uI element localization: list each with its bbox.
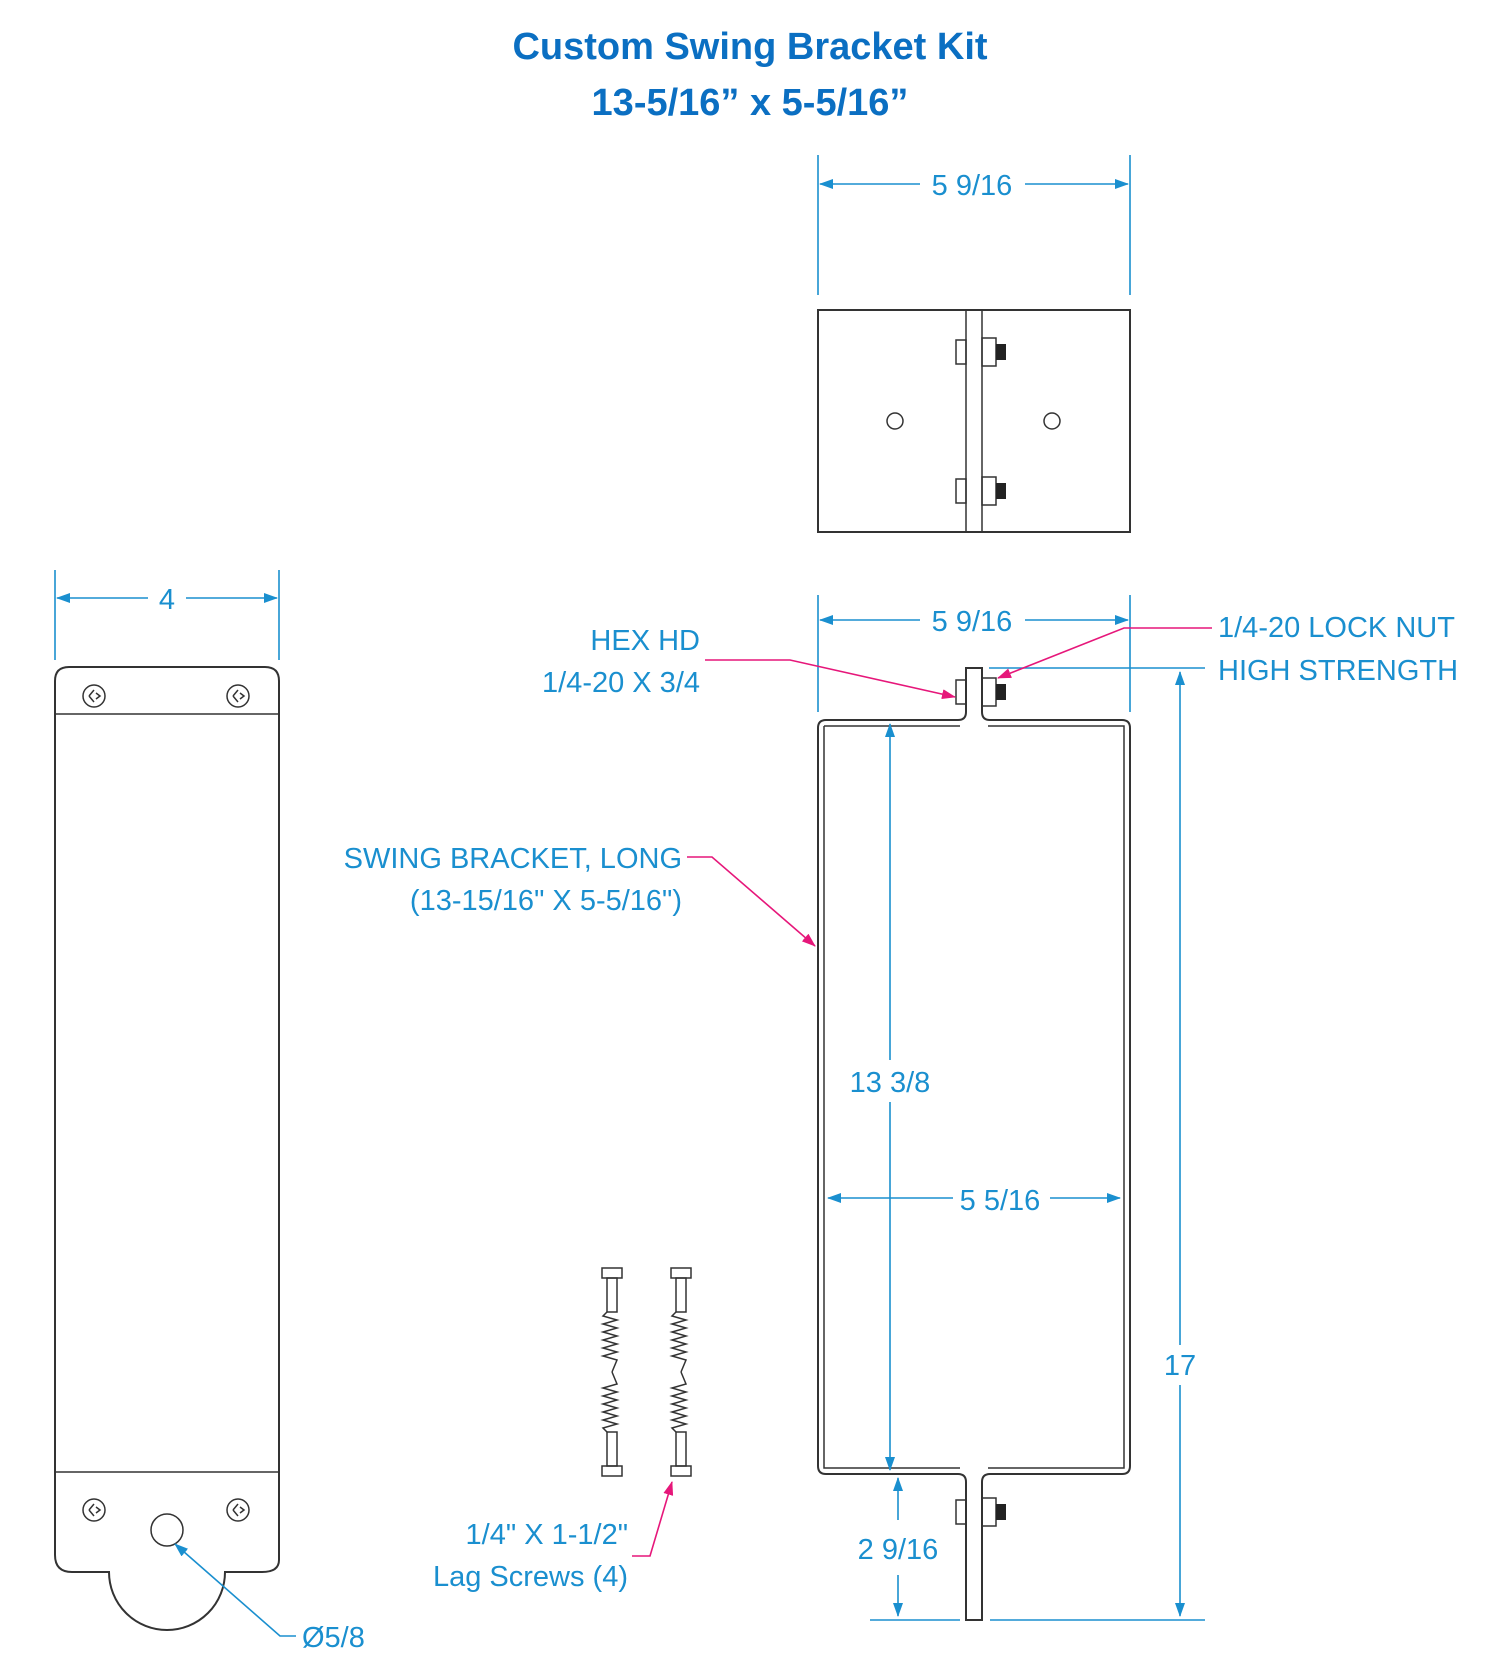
- top-plate: [817, 309, 1131, 533]
- swing-bracket-body: [817, 667, 1131, 1621]
- lag-leader: [632, 1481, 674, 1557]
- top-width-dimension: 5 9/16: [932, 170, 1013, 202]
- mount-hole: [1043, 412, 1061, 430]
- swing-hole: [150, 1513, 184, 1547]
- lock-nut-leader: [997, 627, 1212, 679]
- bottom-tab-dimension: 2 9/16: [858, 1534, 939, 1566]
- inner-width-dimension: 5 5/16: [960, 1185, 1041, 1217]
- inner-height-dimension: 13 3/8: [850, 1067, 931, 1099]
- bracket-leader: [687, 856, 816, 947]
- lag-screw-icon: [669, 1267, 692, 1373]
- side-width-dimension: 4: [159, 584, 175, 616]
- hole-leader: [174, 1543, 296, 1637]
- screw-head-icon: [82, 1498, 106, 1522]
- bolt-assembly-upper: [955, 337, 1006, 367]
- bracket-label-2: (13-15/16" X 5-5/16"): [410, 885, 682, 917]
- lock-nut-label-2: HIGH STRENGTH: [1218, 655, 1458, 687]
- side-view: 4 Ø5/8: [54, 570, 365, 1654]
- bolt-assembly-bottom: [955, 1497, 1006, 1527]
- lag-label-1: 1/4" X 1-1/2": [466, 1519, 628, 1551]
- mount-hole: [886, 412, 904, 430]
- lock-nut-label-1: 1/4-20 LOCK NUT: [1218, 612, 1455, 644]
- screw-head-icon: [226, 1498, 250, 1522]
- front-width-dimension: 5 9/16: [932, 606, 1013, 638]
- hex-bolt-label-1: HEX HD: [590, 625, 700, 657]
- bracket-label-1: SWING BRACKET, LONG: [344, 843, 682, 875]
- bolt-assembly-lower: [955, 476, 1006, 506]
- lag-screws: [600, 1267, 692, 1477]
- bolt-assembly-top: [955, 677, 1006, 707]
- front-view: 5 9/16 17 13 3/8 5 5/16 2 9/16: [817, 595, 1205, 1621]
- hex-bolt-leader: [705, 659, 956, 700]
- title-line-2: 13-5/16” x 5-5/16”: [591, 82, 909, 124]
- center-flange: [965, 309, 983, 533]
- screw-head-icon: [226, 684, 250, 708]
- lag-label-2: Lag Screws (4): [433, 1561, 628, 1593]
- top-view: 5 9/16: [817, 155, 1131, 533]
- hex-bolt-label-2: 1/4-20 X 3/4: [542, 667, 700, 699]
- overall-height-dimension: 17: [1164, 1350, 1196, 1382]
- title-line-1: Custom Swing Bracket Kit: [512, 26, 988, 68]
- lag-screw-icon: [600, 1267, 623, 1373]
- side-plate-outline: [54, 666, 280, 1631]
- hole-diameter-label: Ø5/8: [302, 1622, 365, 1654]
- screw-head-icon: [82, 684, 106, 708]
- lag-screw-icon: [669, 1371, 692, 1477]
- lag-screw-icon: [600, 1371, 623, 1477]
